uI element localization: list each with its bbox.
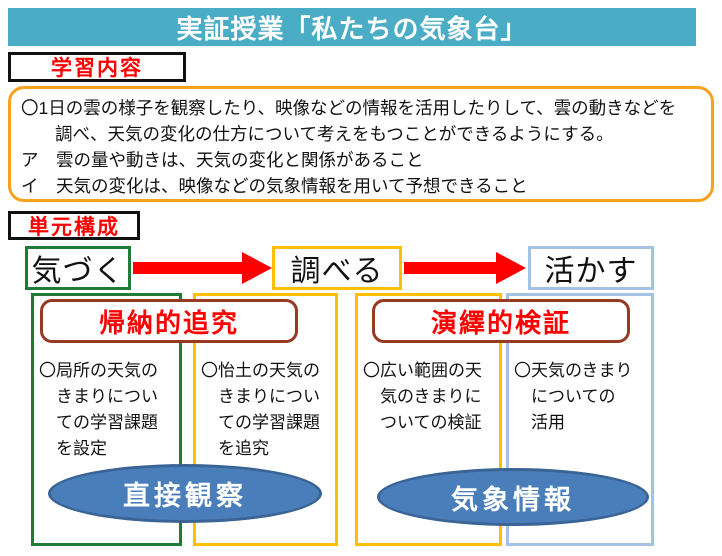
goal-text-line-1: 〇1日の雲の様子を観察したり、映像などの情報を活用したりして、雲の動きなどを: [21, 98, 677, 118]
flow-arrow-2: [404, 262, 496, 274]
approach-deductive-label: 演繹的検証: [430, 307, 571, 338]
approach-deductive-box: 演繹的検証: [372, 299, 630, 343]
column-ito-weather-text: 〇怡土の天気の きまりについ ての学習課題 を追究: [201, 361, 320, 458]
flow-step-notice: 気づく: [25, 246, 131, 290]
slide-title: 実証授業「私たちの気象台」: [176, 13, 528, 44]
learning-content-label: 学習内容: [51, 57, 143, 80]
unit-structure-label: 単元構成: [28, 215, 120, 239]
direct-observation-ellipse: 直接観察: [48, 464, 322, 523]
column-wide-area-weather-text: 〇広い範囲の天 気のきまりに ついての検証: [363, 361, 482, 432]
flow-step-apply-label: 活かす: [544, 255, 638, 288]
column-weather-rules-use-text: 〇天気のきまり についての 活用: [514, 361, 633, 432]
weather-information-label: 気象情報: [451, 484, 575, 515]
goal-item-a: ア 雲の量や動きは、天気の変化と関係があること: [21, 150, 424, 170]
flow-arrow-1-head-icon: [242, 252, 272, 284]
learning-content-box: 〇1日の雲の様子を観察したり、映像などの情報を活用したりして、雲の動きなどを 調…: [8, 86, 714, 202]
direct-observation-label: 直接観察: [123, 481, 247, 511]
flow-step-notice-label: 気づく: [31, 255, 125, 288]
goal-item-i: イ 天気の変化は、映像などの気象情報を用いて予想できること: [21, 176, 528, 196]
flow-step-apply: 活かす: [528, 246, 654, 290]
flow-arrow-1: [133, 262, 242, 274]
column-local-weather-text: 〇局所の天気の きまりについ ての学習課題 を設定: [39, 361, 158, 458]
flow-step-examine-label: 調べる: [290, 255, 384, 288]
flow-arrow-2-head-icon: [496, 252, 526, 284]
section-label-unit-structure: 単元構成: [8, 211, 140, 240]
section-label-learning-content: 学習内容: [8, 52, 186, 82]
slide-title-bar: 実証授業「私たちの気象台」: [8, 8, 696, 46]
weather-information-ellipse: 気象情報: [377, 468, 649, 526]
approach-inductive-label: 帰納的追究: [98, 307, 239, 338]
approach-inductive-box: 帰納的追究: [40, 299, 298, 343]
goal-text-line-2: 調べ、天気の変化の仕方について考えをもつことができるようにする。: [55, 124, 614, 144]
flow-step-examine: 調べる: [272, 246, 402, 290]
